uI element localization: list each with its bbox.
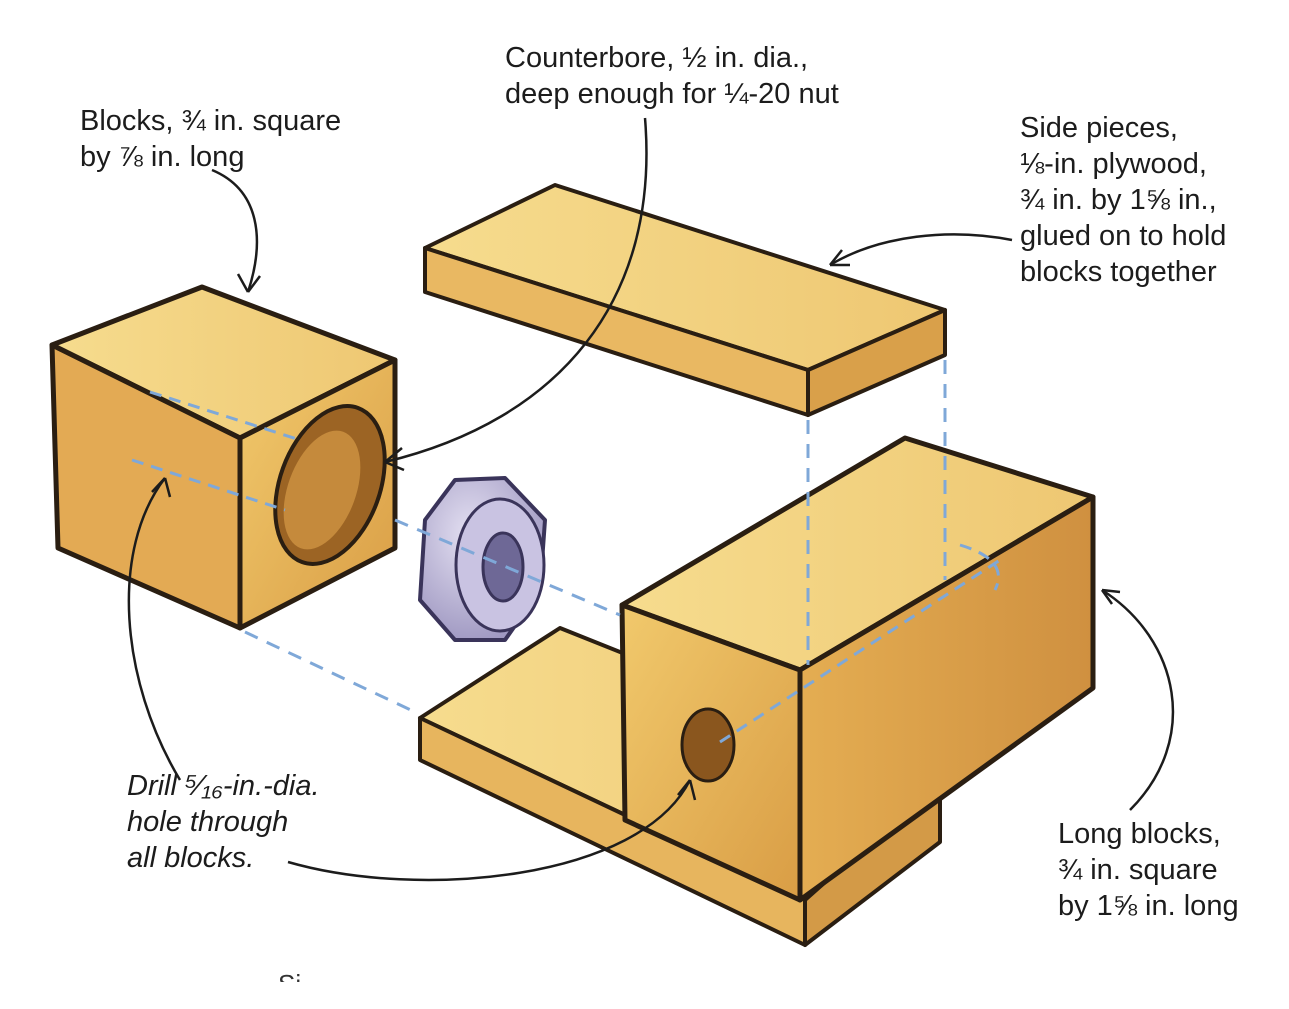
leader-drill-left [127, 477, 182, 781]
long-block [619, 435, 1096, 903]
upper-side-piece [423, 183, 947, 417]
label-side-pieces: Side pieces, ⅛-in. plywood, ¾ in. by 1⅝ … [1020, 110, 1226, 290]
label-line: Counterbore, ½ in. dia., [505, 42, 809, 74]
label-drill: Drill ⁵⁄₁₆-in.-dia. hole through all blo… [127, 768, 320, 876]
leader-counterbore [384, 117, 648, 464]
label-line: Long blocks, [1058, 818, 1221, 850]
label-line: Drill ⁵⁄₁₆-in.-dia. [127, 770, 320, 802]
leader-blocks [211, 168, 259, 293]
left-block [49, 284, 398, 631]
label-line: Side pieces, [1020, 112, 1178, 144]
leader-lines [127, 117, 1175, 882]
label-line: by 1⅝ in. long [1058, 890, 1239, 922]
leader-drill-right [287, 779, 692, 882]
label-line: all blocks. [127, 842, 255, 874]
label-blocks: Blocks, ¾ in. square by ⅞ in. long [80, 103, 341, 175]
label-line: by ⅞ in. long [80, 141, 245, 173]
label-line: blocks together [1020, 256, 1217, 288]
drill-hole [680, 707, 736, 783]
label-line: ¾ in. square [1058, 854, 1218, 886]
hex-nut [418, 476, 547, 642]
label-long-blocks: Long blocks, ¾ in. square by 1⅝ in. long [1058, 816, 1239, 924]
label-counterbore: Counterbore, ½ in. dia., deep enough for… [505, 40, 839, 112]
label-line: deep enough for ¼-20 nut [505, 78, 839, 110]
label-line: hole through [127, 806, 289, 838]
cut-off-caption: Si [278, 966, 301, 982]
label-line: ¾ in. by 1⅝ in., [1020, 184, 1217, 216]
leader-side-pieces [829, 233, 1013, 267]
label-line: Blocks, ¾ in. square [80, 105, 342, 137]
assembly-guides [244, 360, 947, 714]
leader-long-blocks [1101, 588, 1175, 811]
label-line: ⅛-in. plywood, [1020, 148, 1207, 180]
label-line: glued on to hold [1020, 220, 1227, 252]
